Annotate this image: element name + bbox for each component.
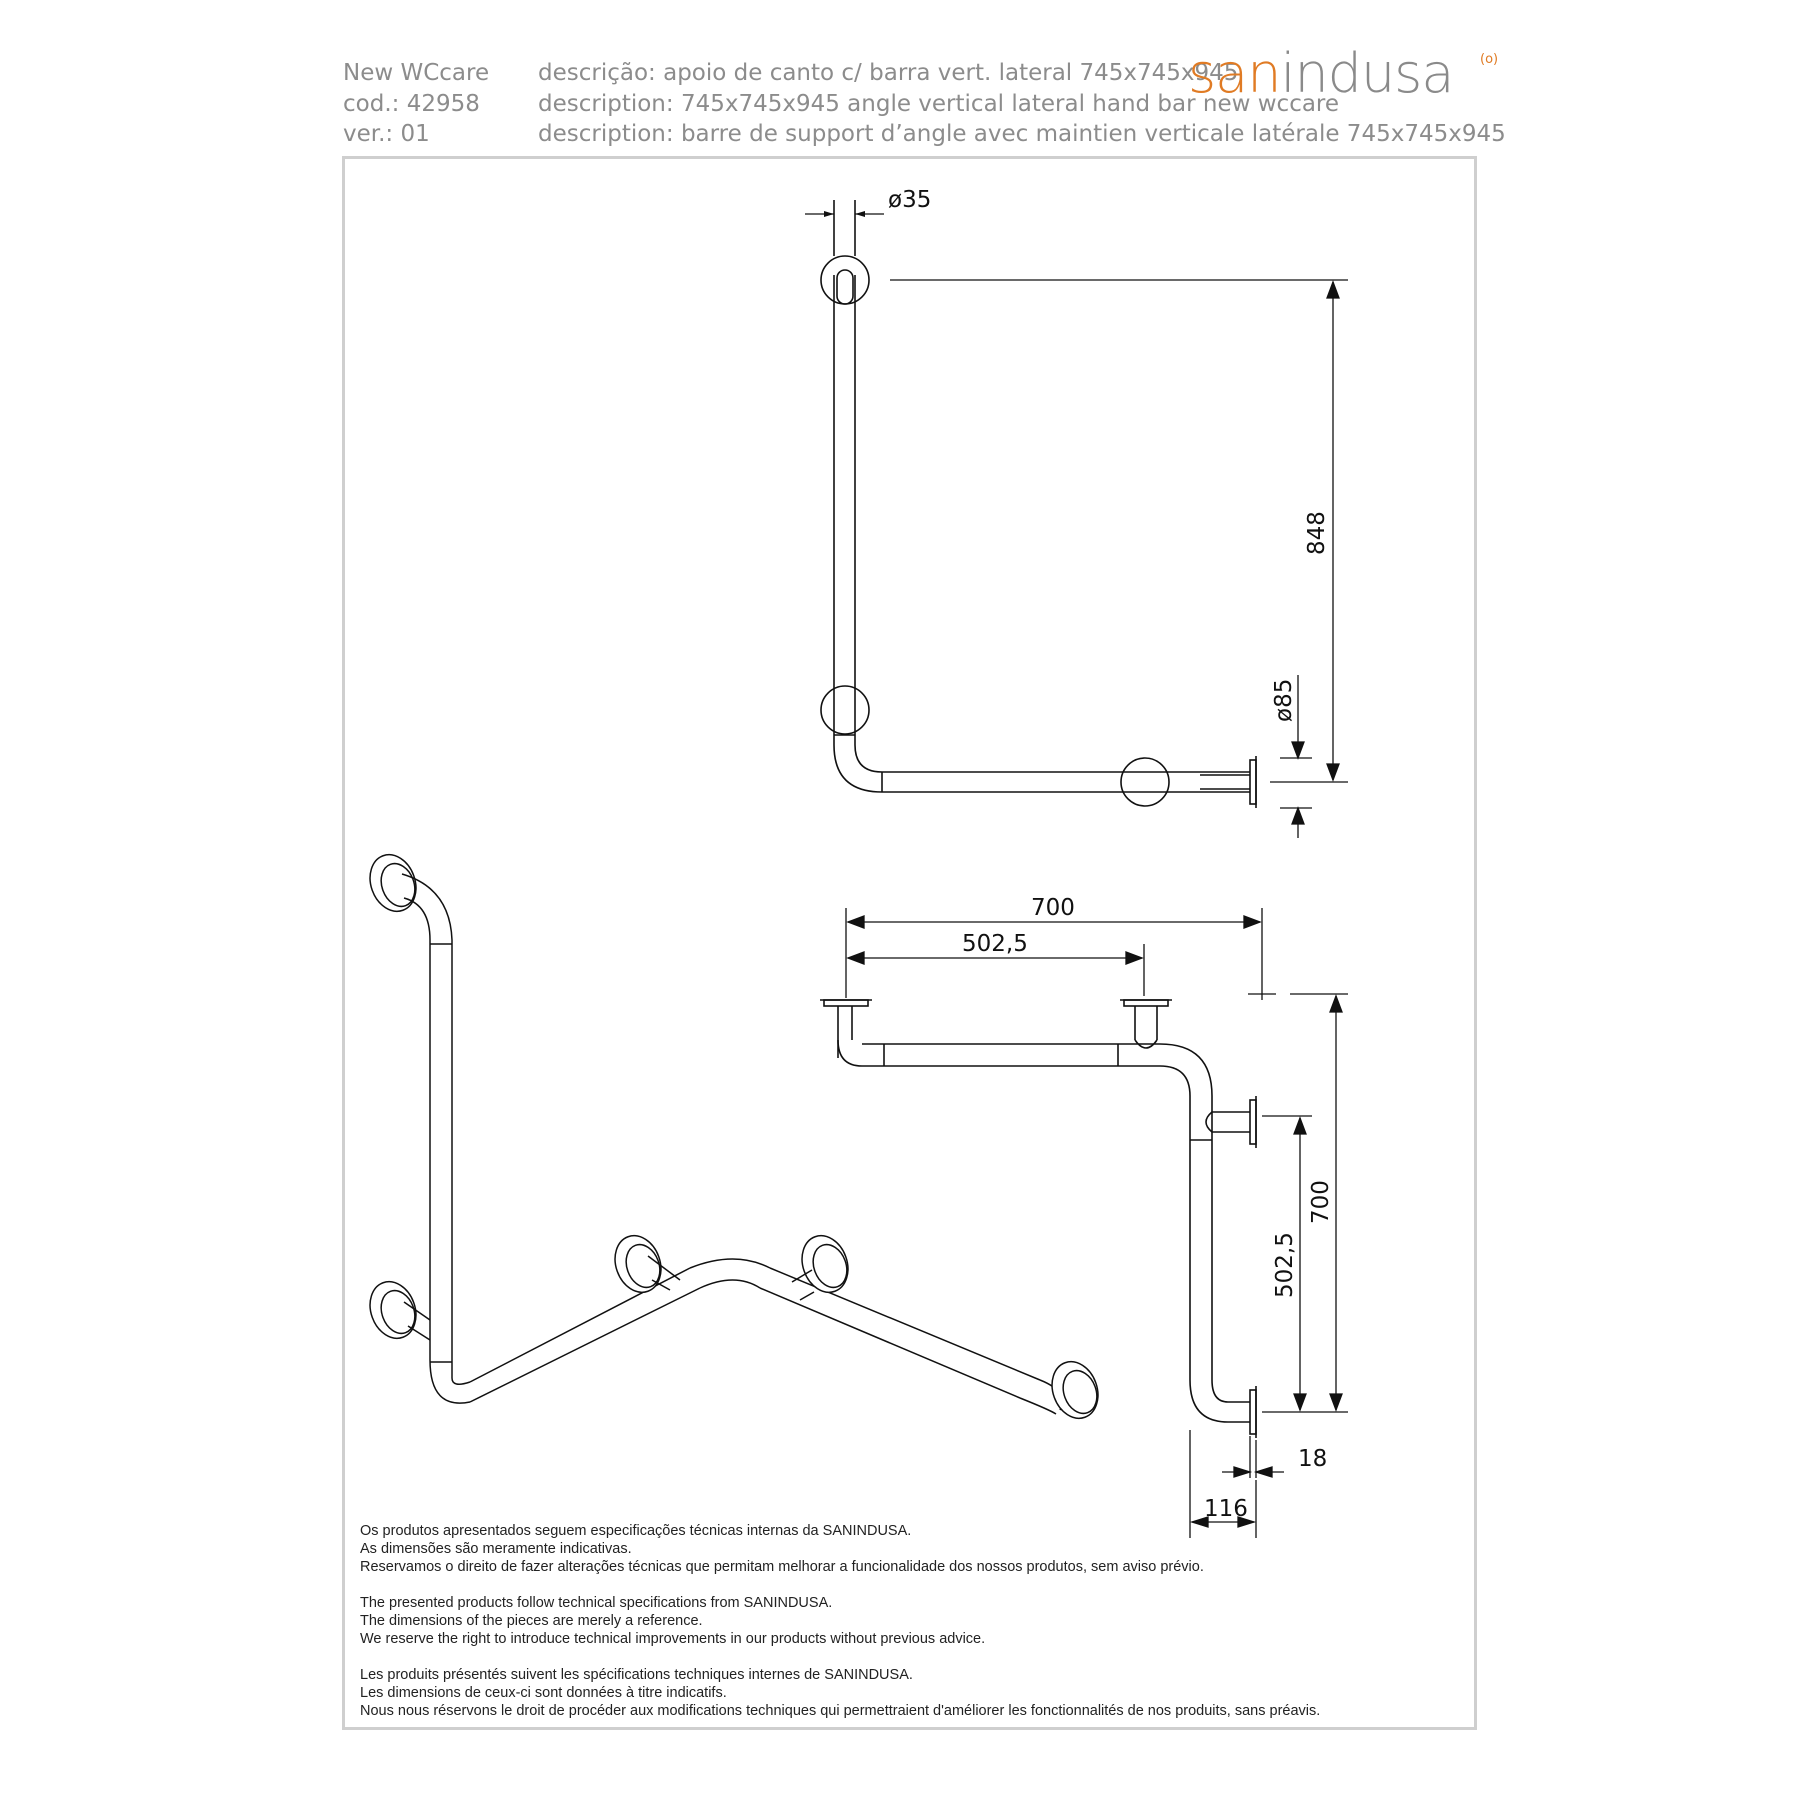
note-en-3: We reserve the right to introduce techni… (360, 1631, 986, 1647)
notes-en: The presented products follow technical … (360, 1594, 1320, 1648)
dim-label-side-length: 700 (1308, 1180, 1334, 1224)
description-pt: descrição: apoio de canto c/ barra vert.… (538, 60, 1239, 86)
product-version: ver.: 01 (343, 121, 430, 147)
note-fr-1: Les produits présentés suivent les spéci… (360, 1667, 913, 1683)
dim-label-top-length: 700 (1031, 895, 1075, 921)
note-pt-2: As dimensões são meramente indicativas. (360, 1541, 632, 1557)
perspective-view (369, 853, 1099, 1420)
description-en: description: 745x745x945 angle vertical … (538, 91, 1340, 117)
note-pt-1: Os produtos apresentados seguem especifi… (360, 1523, 912, 1539)
product-code: cod.: 42958 (343, 91, 480, 117)
product-name: New WCcare (343, 60, 490, 86)
dim-top-length (845, 908, 1276, 1000)
drawing-frame (342, 156, 1477, 1730)
dim-label-depth: 116 (1204, 1496, 1248, 1522)
description-fr: description: barre de support d’angle av… (538, 121, 1506, 147)
logo-part-indusa: indusa (1280, 42, 1454, 105)
disclaimer-notes: Os produtos apresentados seguem especifi… (360, 1522, 1320, 1738)
dim-height (890, 279, 1348, 783)
dim-depth (1189, 1430, 1257, 1538)
dim-rosette-diameter (1280, 675, 1312, 838)
note-en-2: The dimensions of the pieces are merely … (360, 1613, 703, 1629)
dim-label-height: 848 (1304, 511, 1330, 555)
dim-label-tube-diameter: ø35 (888, 187, 931, 213)
dim-rosette-thickness (1222, 1436, 1284, 1478)
dim-label-rosette-thickness: 18 (1298, 1446, 1327, 1472)
dim-label-side-offset: 502,5 (1272, 1232, 1298, 1298)
dim-label-top-offset: 502,5 (962, 931, 1028, 957)
notes-pt: Os produtos apresentados seguem especifi… (360, 1522, 1320, 1576)
dim-side-offset (1262, 1115, 1312, 1412)
note-fr-3: Nous nous réservons le droit de procéder… (360, 1703, 1321, 1719)
logo-part-san: san (1188, 42, 1281, 105)
front-view (820, 200, 1257, 808)
dim-label-rosette-diameter: ø85 (1271, 679, 1297, 722)
note-fr-2: Les dimensions de ceux-ci sont données à… (360, 1685, 727, 1701)
logo-mark-icon: (o) (1480, 52, 1499, 67)
dim-side-length (1262, 993, 1348, 1413)
brand-logo: sanindusa (1188, 42, 1454, 105)
dim-top-offset (846, 944, 1145, 996)
notes-fr: Les produits présentés suivent les spéci… (360, 1666, 1320, 1720)
plan-view (820, 999, 1257, 1438)
note-pt-3: Reservamos o direito de fazer alterações… (360, 1559, 1204, 1575)
note-en-1: The presented products follow technical … (360, 1595, 833, 1611)
